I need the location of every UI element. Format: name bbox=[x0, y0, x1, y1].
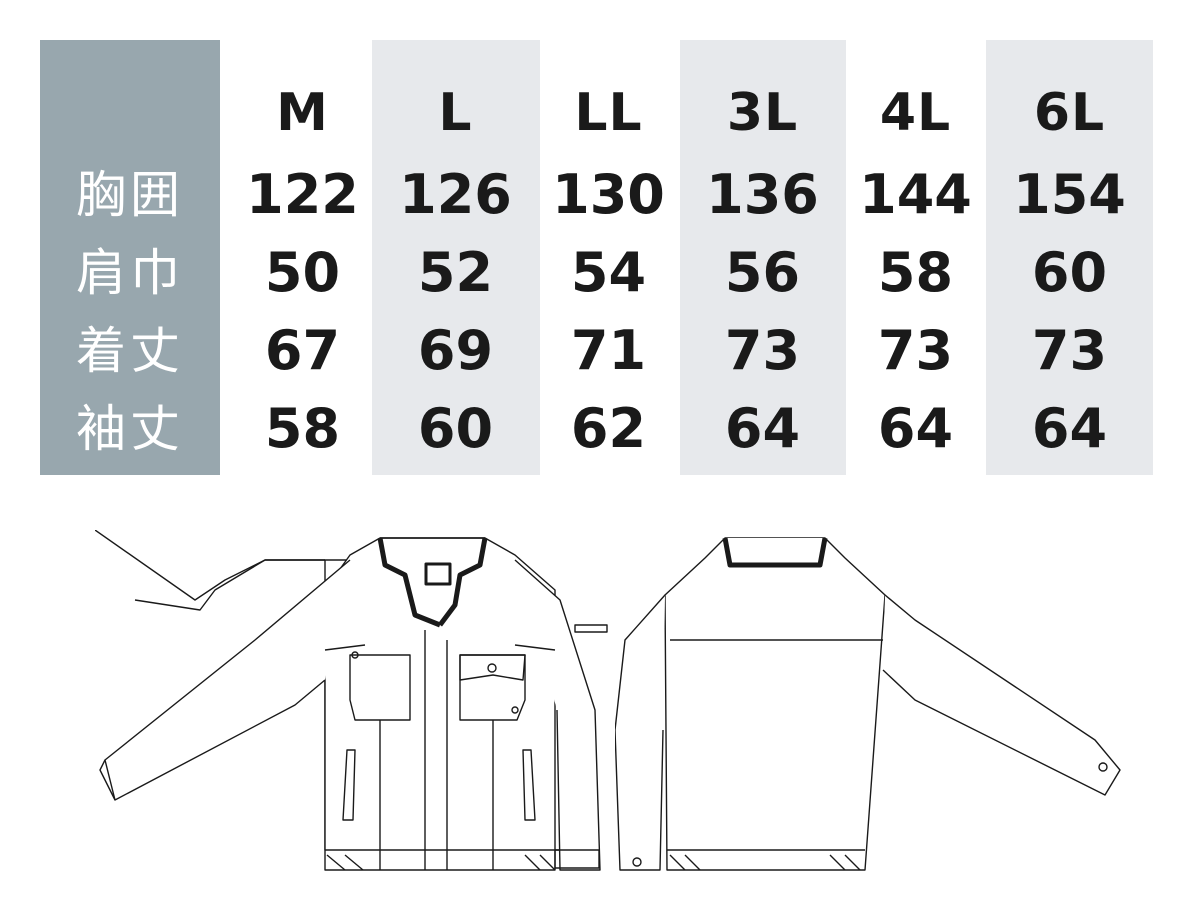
table-cell: 73 bbox=[1031, 319, 1108, 382]
size-header-m: M bbox=[276, 83, 329, 143]
row-label-length: 着丈 bbox=[76, 322, 184, 380]
jacket-front-icon bbox=[95, 530, 608, 871]
table-cell: 154 bbox=[1013, 163, 1126, 226]
size-header-l: L bbox=[438, 83, 473, 143]
table-cell: 64 bbox=[877, 397, 954, 460]
table-cell: 69 bbox=[417, 319, 494, 382]
size-header-3l: 3L bbox=[726, 83, 799, 143]
size-header-6l: 6L bbox=[1033, 83, 1106, 143]
table-cell: 64 bbox=[1031, 397, 1108, 460]
band-l bbox=[372, 40, 540, 475]
table-cell: 62 bbox=[570, 397, 647, 460]
table-cell: 60 bbox=[417, 397, 494, 460]
table-cell: 67 bbox=[264, 319, 341, 382]
table-cell: 56 bbox=[724, 241, 801, 304]
jacket-back-icon bbox=[615, 537, 1121, 871]
table-cell: 122 bbox=[246, 163, 359, 226]
table-cell: 73 bbox=[877, 319, 954, 382]
row-label-sleeve: 袖丈 bbox=[76, 400, 184, 458]
size-header-4l: 4L bbox=[879, 83, 952, 143]
table-cell: 52 bbox=[417, 241, 494, 304]
band-3l bbox=[680, 40, 846, 475]
table-cell: 126 bbox=[399, 163, 512, 226]
size-table: M L LL 3L 4L 6L 胸囲 122 126 130 136 144 1… bbox=[40, 40, 1153, 475]
table-cell: 50 bbox=[264, 241, 341, 304]
band-6l bbox=[986, 40, 1153, 475]
table-cell: 58 bbox=[264, 397, 341, 460]
label-column bbox=[40, 40, 220, 475]
table-cell: 73 bbox=[724, 319, 801, 382]
size-header-ll: LL bbox=[574, 83, 643, 143]
table-cell: 64 bbox=[724, 397, 801, 460]
table-cell: 54 bbox=[570, 241, 647, 304]
table-cell: 71 bbox=[570, 319, 647, 382]
table-cell: 60 bbox=[1031, 241, 1108, 304]
row-label-chest: 胸囲 bbox=[76, 166, 184, 224]
table-cell: 130 bbox=[552, 163, 665, 226]
table-cell: 58 bbox=[877, 241, 954, 304]
table-cell: 144 bbox=[859, 163, 972, 226]
table-cell: 136 bbox=[706, 163, 819, 226]
row-label-shoulder: 肩巾 bbox=[76, 244, 184, 302]
